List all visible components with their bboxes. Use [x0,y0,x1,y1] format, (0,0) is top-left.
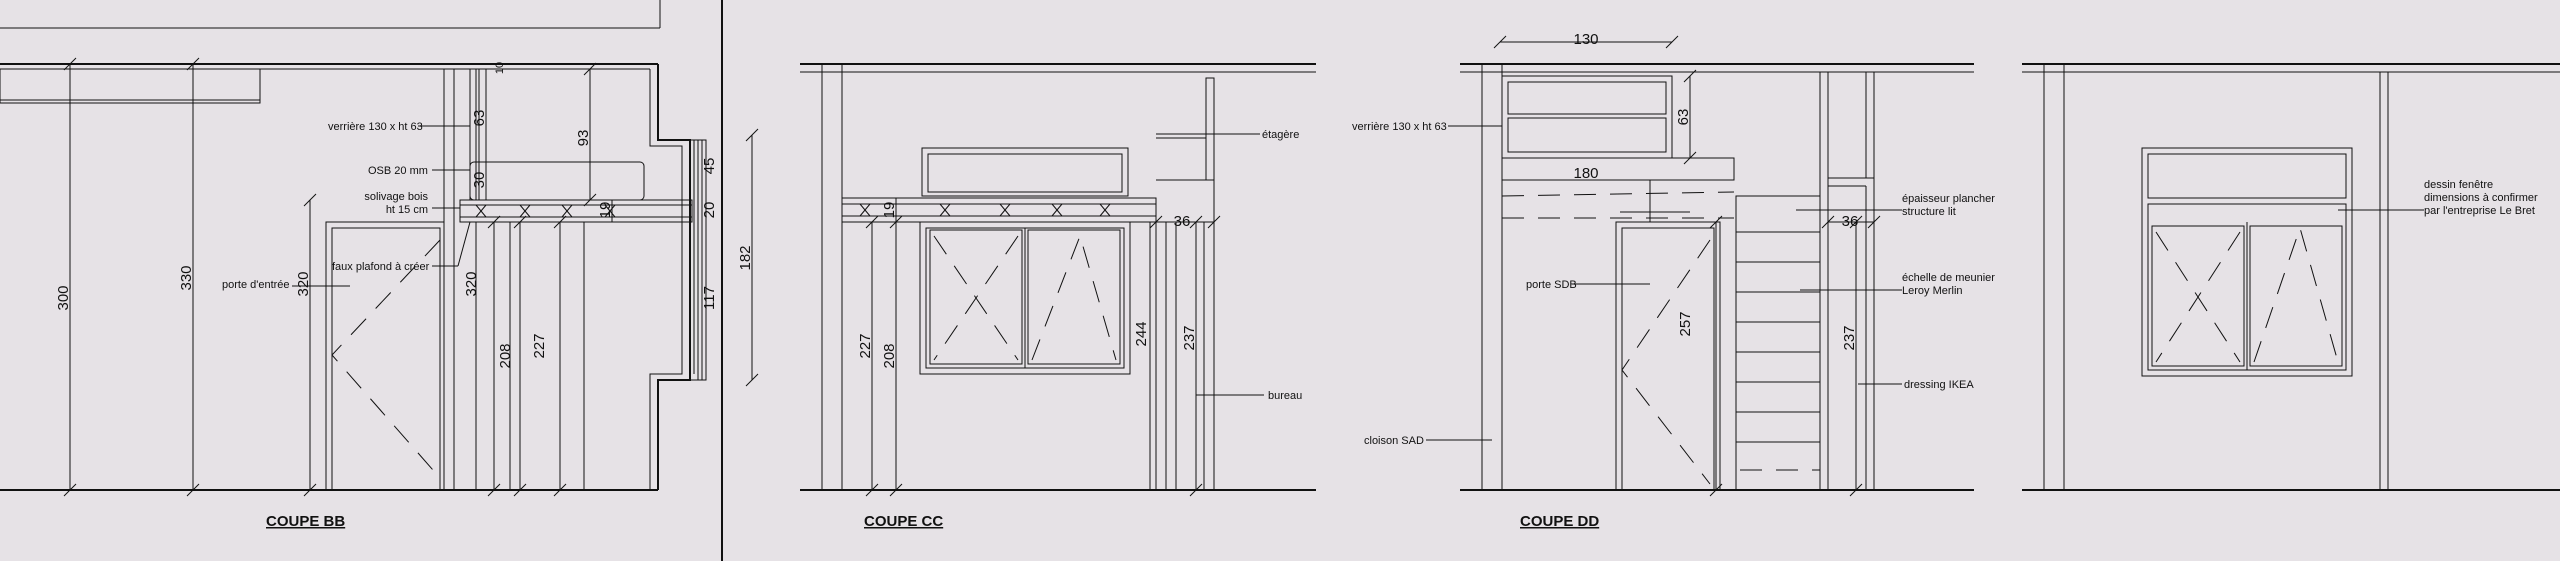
label-bureau: bureau [1268,390,1302,402]
label-epaisseur-1: épaisseur plancher [1902,193,1995,205]
label-etagere: étagère [1262,129,1299,141]
label-dressing: dressing IKEA [1904,379,1974,391]
dim-20: 20 [701,202,718,219]
dim-93: 93 [575,130,592,147]
section-cc: étagère bureau 227 208 19 36 244 237 COU… [800,63,1316,530]
dim-cc-237: 237 [1181,325,1198,350]
label-porte-entree: porte d'entrée [222,279,290,291]
dim-19: 19 [597,202,614,219]
dim-63: 63 [471,110,488,127]
label-echelle-2: Leroy Merlin [1902,285,1963,297]
title-coupe-bb: COUPE BB [266,513,345,530]
label-verriere-dd: verrière 130 x ht 63 [1352,121,1447,133]
label-echelle-1: échelle de meunier [1902,272,1995,284]
label-solivage-1: solivage bois [364,191,428,203]
dim-dd-237: 237 [1841,325,1858,350]
dim-227: 227 [531,333,548,358]
dim-330: 330 [178,265,195,290]
section-dd: verrière 130 x ht 63 épaisseur plancher … [1352,31,1995,530]
label-faux-plafond: faux plafond à créer [332,261,430,273]
dim-320-b: 320 [463,271,480,296]
dim-dd-130: 130 [1573,31,1598,48]
label-porte-sdb: porte SDB [1526,279,1577,291]
dim-117: 117 [701,286,718,310]
dim-cc-36: 36 [1174,213,1191,230]
sheet-frame [0,0,723,561]
label-dessin-2: dimensions à confirmer [2424,192,2538,204]
dim-10: 10 [494,62,506,74]
dim-dd-36: 36 [1842,213,1859,230]
label-dessin-1: dessin fenêtre [2424,179,2493,191]
dim-182: 182 [737,245,754,270]
label-solivage-2: ht 15 cm [386,204,428,216]
dim-cc-19: 19 [881,202,898,219]
label-osb: OSB 20 mm [368,165,428,177]
dim-30: 30 [471,172,488,189]
section-window: dessin fenêtre dimensions à confirmer pa… [2022,63,2560,491]
dim-45: 45 [701,158,718,175]
dim-cc-227: 227 [857,333,874,358]
section-bb: verrière 130 x ht 63 OSB 20 mm solivage … [0,57,759,530]
dim-dd-63: 63 [1675,109,1692,126]
label-verriere-bb: verrière 130 x ht 63 [328,121,423,133]
dim-300: 300 [55,285,72,310]
dim-208: 208 [497,343,514,368]
dim-dd-257: 257 [1677,311,1694,336]
label-cloison: cloison SAD [1364,435,1424,447]
dim-cc-208: 208 [881,343,898,368]
dim-dd-180: 180 [1573,165,1598,182]
label-epaisseur-2: structure lit [1902,206,1956,218]
label-dessin-3: par l'entreprise Le Bret [2424,205,2535,217]
dim-cc-244: 244 [1133,321,1150,346]
dim-320-a: 320 [295,271,312,296]
title-coupe-dd: COUPE DD [1520,513,1599,530]
title-coupe-cc: COUPE CC [864,513,943,530]
